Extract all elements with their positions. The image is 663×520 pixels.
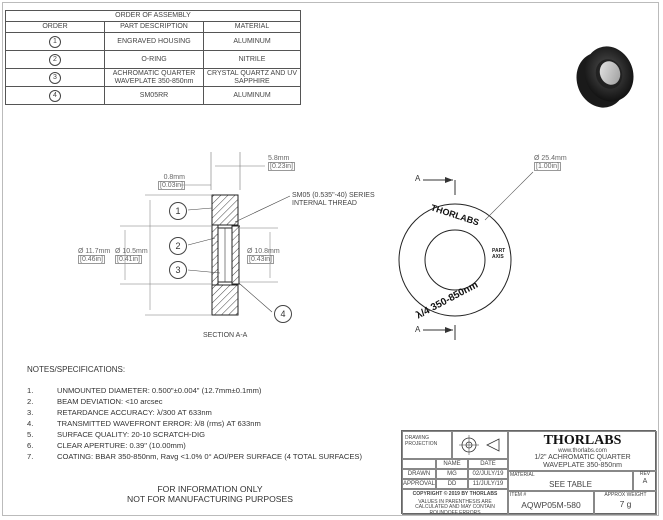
list-item: 2.BEAM DEVIATION: <10 arcsec [27,397,163,406]
title-block: DRAWING PROJECTION NAME DATE DRAWN MG 02… [401,430,657,515]
company-header: THORLABS www.thorlabs.com 1/2" ACHROMATI… [508,431,657,471]
approval-label: APPROVAL [402,479,436,489]
drawing-border [2,2,659,516]
drawing-title-2: WAVEPLATE 350-850nm [543,462,622,469]
list-item: 4.TRANSMITTED WAVEFRONT ERROR: λ/8 (rms)… [27,419,261,428]
part-material: ALUMINUM [203,86,301,105]
assembly-title: ORDER OF ASSEMBLY [5,10,301,22]
part-description: ACHROMATIC QUARTER WAVEPLATE 350-850nm [104,68,204,87]
order-balloon: 3 [49,71,61,84]
name-label: NAME [436,459,468,469]
rev-label: REV [639,471,651,477]
material-cell: MATERIAL SEE TABLE [508,471,633,491]
list-item: 1.UNMOUNTED DIAMETER: 0.500"±0.004" (12.… [27,386,262,395]
drawing-title-1: 1/2" ACHROMATIC QUARTER [534,454,631,461]
balloon-1: 1 [169,202,187,220]
material-value: SEE TABLE [549,479,592,489]
table-row: 1 ENGRAVED HOUSING ALUMINUM [5,32,301,51]
weight-value: 7 g [619,498,632,509]
disclaimer: FOR INFORMATION ONLY NOT FOR MANUFACTURI… [127,484,293,504]
thread-callout: SM05 (0.535"-40) SERIES INTERNAL THREAD [292,192,375,207]
item-cell: ITEM # AQWP05M-580 [508,491,594,515]
list-item: 3.RETARDANCE ACCURACY: λ/300 AT 633nm [27,408,212,417]
company-website: www.thorlabs.com [558,448,607,454]
front-view-drawing [398,171,534,340]
list-item: 5.SURFACE QUALITY: 20-10 SCRATCH-DIG [27,430,205,439]
third-angle-projection-icon [459,435,500,455]
projection-symbol [452,431,508,459]
section-marker-top: A [415,174,421,183]
header-description: PART DESCRIPTION [104,21,204,33]
order-balloon: 4 [49,89,61,102]
balloon-2: 2 [169,237,187,255]
section-caption: SECTION A-A [203,332,248,339]
date-label: DATE [468,459,508,469]
header-material: MATERIAL [203,21,301,33]
copyright-notice: COPYRIGHT © 2019 BY THORLABS VALUES IN P… [402,489,508,515]
weight-label: APPROX WEIGHT [604,492,647,498]
rev-cell: REV A [633,471,657,491]
approval-date: 11/JULY/19 [468,479,508,489]
balloon-3: 3 [169,261,187,279]
table-row: 4 SM05RR ALUMINUM [5,86,301,105]
drawn-name: MG [436,469,468,479]
rev-value: A [642,477,648,485]
approval-name: DD [436,479,468,489]
drawn-label: DRAWN [402,469,436,479]
item-value: AQWP05M-580 [521,499,581,510]
drawing-projection-label: DRAWING PROJECTION [402,431,452,459]
part-material: ALUMINUM [203,32,301,51]
material-label: MATERIAL [510,472,535,478]
part-material: CRYSTAL QUARTZ AND UV SAPPHIRE [203,68,301,87]
bore-dimension: Ø 10.5mm [0.41in] [115,248,148,264]
notes-title: NOTES/SPECIFICATIONS: [27,365,126,374]
company-logo: THORLABS [543,433,622,448]
balloon-4: 4 [274,305,292,323]
drawn-date: 02/JULY/19 [468,469,508,479]
part-description: SM05RR [104,86,204,105]
axis-marker: PART AXIS [492,248,506,260]
clear-aperture-dimension: Ø 10.8mm [0.43in] [247,248,280,264]
weight-cell: APPROX WEIGHT 7 g [594,491,657,515]
part-material: NITRILE [203,50,301,69]
table-row: 2 O-RING NITRILE [5,50,301,69]
notes-list: 1.UNMOUNTED DIAMETER: 0.500"±0.004" (12.… [27,385,362,462]
assembly-table: ORDER OF ASSEMBLY ORDER PART DESCRIPTION… [5,10,301,105]
list-item: 6.CLEAR APERTURE: 0.39" (10.00mm) [27,441,186,450]
front-diameter-dimension: Ø 25.4mm [1.00in] [534,155,567,171]
od-dimension: Ø 11.7mm [0.46in] [78,248,111,264]
section-marker-bottom: A [415,325,421,334]
order-balloon: 1 [49,35,61,48]
width-dimension: 5.8mm [0.23in] [268,155,295,171]
part-description: ENGRAVED HOUSING [104,32,204,51]
product-render-image [576,46,634,108]
section-view-drawing [120,152,291,316]
item-label: ITEM # [510,492,527,498]
part-description: O-RING [104,50,204,69]
table-row: 3 ACHROMATIC QUARTER WAVEPLATE 350-850nm… [5,68,301,87]
order-balloon: 2 [49,53,61,66]
list-item: 7.COATING: BBAR 350-850nm, Ravg <1.0% 0°… [27,452,362,461]
header-order: ORDER [5,21,105,33]
lip-dimension: 0.8mm [0.03in] [158,174,185,190]
